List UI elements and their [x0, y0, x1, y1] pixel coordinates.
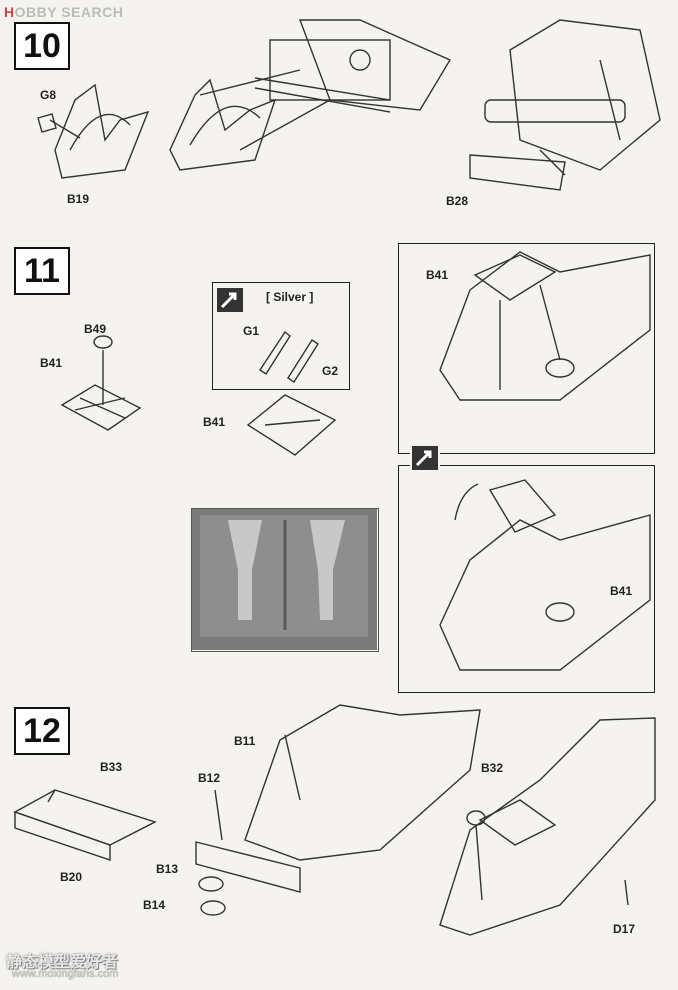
part-label-b33: B33: [100, 760, 123, 774]
detail-box-bottom: [398, 465, 655, 693]
step10-assembly-right: [469, 19, 661, 191]
part-b19-drawing: [37, 83, 150, 179]
paint-note-silver: [ Silver ]: [266, 290, 314, 304]
part-label-b41-b: B41: [203, 415, 226, 429]
part-label-g8: G8: [40, 88, 57, 102]
part-label-b19: B19: [67, 192, 90, 206]
part-label-b41-c: B41: [426, 268, 449, 282]
site-logo: HOBBY SEARCH: [4, 4, 124, 20]
part-b41-drawing-a: [60, 335, 142, 431]
part-label-b49: B49: [84, 322, 107, 336]
step-12-number: 12: [14, 707, 70, 755]
part-label-g1: G1: [243, 324, 260, 338]
part-label-b41-a: B41: [40, 356, 63, 370]
step10-assembly-middle: [169, 19, 452, 171]
part-label-b12: B12: [198, 771, 221, 785]
step-10-number: 10: [14, 22, 70, 70]
reference-photo: [191, 508, 379, 652]
watermark-url: www.moxingfans.com: [12, 968, 119, 980]
rotate-view-icon: [410, 444, 440, 472]
step11-chassis-top: [439, 251, 651, 401]
part-label-b32: B32: [481, 761, 504, 775]
step-11-number: 11: [14, 247, 70, 295]
part-label-g2: G2: [322, 364, 339, 378]
part-b41-drawing-b: [246, 330, 337, 456]
paint-icon: [217, 288, 243, 312]
paint-callout-box: [212, 282, 350, 390]
detail-box-top: [398, 243, 655, 454]
part-label-b13: B13: [156, 862, 179, 876]
part-label-d17: D17: [613, 922, 636, 936]
watermark-text: 静态模型爱好者: [6, 954, 119, 971]
part-label-b14: B14: [143, 898, 166, 912]
part-label-b11: B11: [234, 734, 256, 748]
part-label-b20: B20: [60, 870, 83, 884]
part-b33-b20-drawing: [13, 789, 157, 861]
step12-chassis-right: [439, 717, 656, 936]
step12-chassis-middle: [195, 704, 481, 916]
step11-chassis-bottom: [439, 479, 651, 671]
part-label-b41-d: B41: [610, 584, 633, 598]
part-label-b28: B28: [446, 194, 469, 208]
reference-photo-drawing: [191, 508, 377, 650]
